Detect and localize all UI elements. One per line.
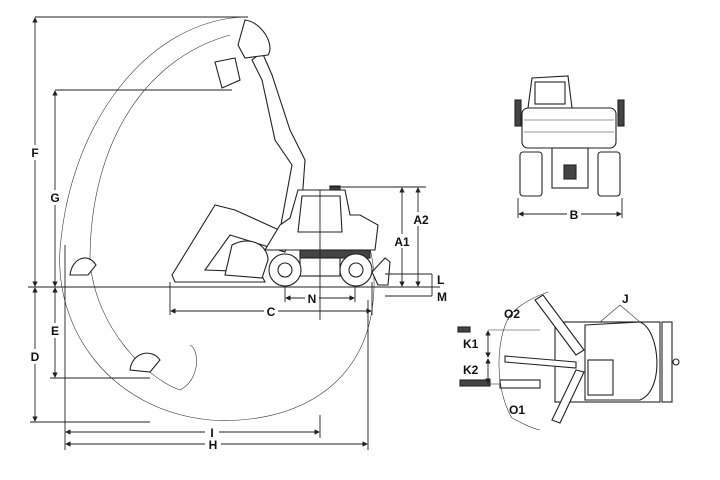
svg-text:I: I [210, 426, 213, 440]
svg-text:C: C [267, 305, 276, 319]
svg-text:H: H [209, 438, 218, 452]
svg-text:K2: K2 [463, 363, 479, 377]
dimension-L: L [385, 273, 444, 287]
dimension-G: G [47, 89, 232, 287]
dimension-C: C [170, 304, 372, 319]
svg-text:K1: K1 [463, 337, 479, 351]
svg-text:L: L [437, 273, 444, 287]
dimension-M: M [385, 287, 447, 304]
angle-O2-label: O2 [504, 307, 520, 321]
dimension-A2: A2 [410, 187, 432, 287]
svg-text:A1: A1 [394, 235, 410, 249]
dimension-A1: A1 [392, 187, 412, 287]
svg-text:E: E [51, 324, 59, 338]
inner-reach-arc [89, 34, 231, 391]
dimension-F: F [27, 16, 248, 287]
dimension-B: B [518, 207, 622, 222]
excavator-side-view [69, 19, 391, 373]
svg-text:D: D [31, 350, 40, 364]
dimension-J-label: J [622, 292, 629, 306]
dimension-K2: K2 [463, 358, 491, 384]
excavator-top-view [457, 291, 680, 431]
angle-O1-label: O1 [509, 403, 525, 417]
svg-text:A2: A2 [413, 213, 429, 227]
svg-text:F: F [31, 146, 38, 160]
svg-text:M: M [437, 290, 447, 304]
dimension-D: D [27, 287, 150, 423]
dimension-E: E [47, 287, 150, 379]
dimension-K1: K1 [463, 330, 491, 358]
dimension-I: I [65, 425, 320, 440]
excavator-front-view [514, 75, 625, 218]
dimension-H: H [65, 437, 368, 452]
svg-text:B: B [570, 208, 579, 222]
dimension-N: N [285, 291, 355, 306]
svg-text:G: G [50, 191, 59, 205]
svg-text:N: N [308, 292, 317, 306]
